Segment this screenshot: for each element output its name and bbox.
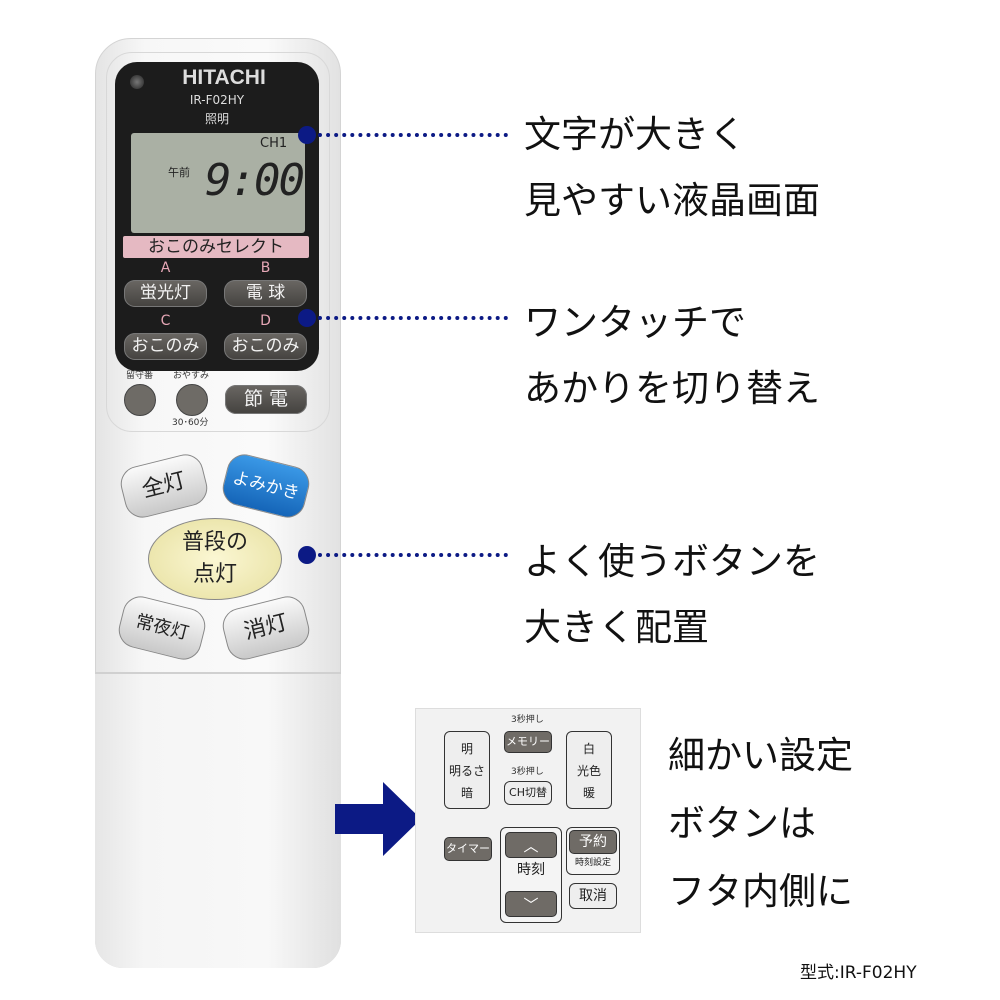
model-footer: 型式:IR-F02HY [800, 963, 917, 983]
caption-2-line-2: あかりを切り替え [524, 367, 820, 410]
time-down-button[interactable]: ﹀ [505, 891, 557, 917]
letter-b: B [260, 260, 271, 276]
reserve-button[interactable]: 予約 [569, 830, 617, 854]
oyasumi-sub-label: 30･60分 [172, 418, 209, 428]
caption-3-line-2: 大きく配置 [524, 606, 709, 649]
model-label: IR-F02HY [189, 93, 245, 107]
kind-label: 照明 [204, 112, 229, 126]
select-label: おこのみセレクト [123, 236, 309, 258]
lcd-channel: CH1 [260, 136, 288, 151]
dark-label: 暗 [460, 786, 473, 800]
letter-c: C [160, 313, 171, 329]
callout-dot-1 [298, 126, 316, 144]
select-c-button[interactable]: おこのみ [124, 333, 207, 360]
caption-1-line-1: 文字が大きく [524, 113, 746, 156]
caption-1: 文字が大きく見やすい液晶画面 [524, 105, 820, 231]
callout-dot-2 [298, 309, 316, 327]
timer-button[interactable]: タイマー [444, 837, 492, 861]
caption-4-line-1: 細かい設定 [668, 734, 853, 777]
lcd-ampm: 午前 [168, 166, 190, 179]
callout-line-1 [318, 133, 508, 137]
oyasumi-label: おやすみ [173, 371, 210, 381]
caption-2: ワンタッチであかりを切り替え [524, 293, 820, 419]
memory-button[interactable]: メモリー [504, 731, 552, 753]
fudan-label-2: 点灯 [192, 562, 237, 587]
select-a-button[interactable]: 蛍光灯 [124, 280, 207, 307]
caption-4-line-2: ボタンは [668, 802, 816, 845]
cover-inside-panel: 明明るさ暗 3秒押し メモリー 3秒押し CH切替 白光色暖 タイマー ︿ 時刻… [415, 708, 641, 933]
rusuban-button[interactable] [124, 384, 156, 416]
brand-logo: HITACHI [182, 66, 266, 89]
letter-a: A [160, 260, 171, 276]
caption-1-line-2: 見やすい液晶画面 [524, 179, 820, 222]
letter-d: D [260, 313, 271, 329]
remote-cover [95, 672, 341, 968]
setsuden-button[interactable]: 節 電 [225, 385, 307, 414]
white-label: 白 [582, 742, 595, 756]
cancel-button[interactable]: 取消 [569, 883, 617, 909]
rusuban-label: 留守番 [126, 371, 154, 381]
time-label: 時刻 [517, 862, 545, 878]
caption-2-line-1: ワンタッチで [524, 301, 746, 344]
callout-dot-3 [298, 546, 316, 564]
lcd-time: 9:00 [205, 155, 305, 206]
fudan-label-1: 普段の [181, 530, 248, 555]
ch-switch-button[interactable]: CH切替 [504, 781, 552, 805]
upper-bezel [106, 52, 330, 432]
light-color-button[interactable]: 白光色暖 [566, 731, 612, 809]
memory-hint: 3秒押し [511, 715, 544, 725]
brightness-button[interactable]: 明明るさ暗 [444, 731, 490, 809]
arrow-right-icon [335, 782, 421, 856]
time-up-button[interactable]: ︿ [505, 832, 557, 858]
bright-label: 明 [460, 742, 473, 756]
callout-line-2 [318, 316, 508, 320]
caption-3-line-1: よく使うボタンを [524, 540, 820, 583]
warm-label: 暖 [582, 786, 595, 800]
brightness-label: 明るさ [448, 764, 485, 778]
ir-sensor-icon [130, 75, 144, 89]
select-d-button[interactable]: おこのみ [224, 333, 307, 360]
oyasumi-button[interactable] [176, 384, 208, 416]
fudan-button[interactable]: 普段の 点灯 [148, 518, 282, 600]
reserve-sub-label: 時刻設定 [574, 858, 611, 868]
callout-line-3 [318, 553, 508, 557]
caption-4-line-3: フタ内側に [668, 870, 853, 913]
lcd-screen [131, 133, 305, 233]
select-b-button[interactable]: 電 球 [224, 280, 307, 307]
ch-hint: 3秒押し [511, 767, 544, 777]
caption-4: 細かい設定ボタンはフタ内側に [668, 722, 853, 926]
caption-3: よく使うボタンを大きく配置 [524, 532, 820, 658]
light-color-label: 光色 [576, 764, 601, 778]
